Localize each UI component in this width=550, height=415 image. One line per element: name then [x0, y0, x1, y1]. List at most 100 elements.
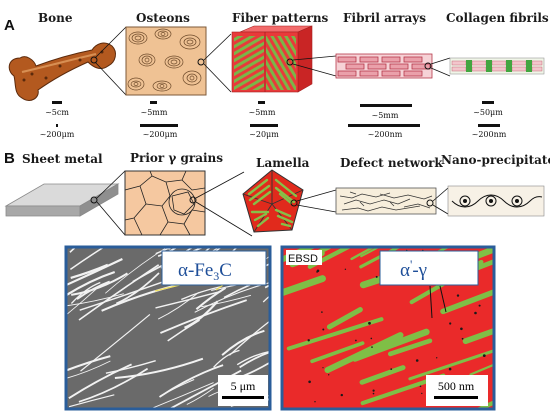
lamella-illustration: [242, 169, 304, 233]
scalebar: [482, 101, 494, 104]
scalebar: [258, 101, 265, 104]
austenite-band: [387, 338, 433, 357]
panel-b-title-nano-precipitates: Nano-precipitates: [441, 153, 550, 167]
phase-label-fe3c: α-Fe3C: [178, 260, 232, 283]
zoom-line: [203, 33, 232, 61]
panel-b-titles: Sheet metal Prior γ grains Lamella Defec…: [22, 151, 550, 170]
micrograph-ebsd: EBSD α'-γ 500 nm: [280, 226, 550, 411]
precipitate-dot: [419, 385, 422, 388]
scale-label: ~5mm: [249, 108, 276, 117]
scalebar: [360, 104, 412, 107]
lamella-stripe: [157, 247, 179, 257]
austenite-band: [505, 227, 540, 241]
zoom-line: [296, 204, 337, 213]
bone-illustration: [8, 42, 116, 101]
austenite-band: [502, 335, 550, 384]
precipitate-dot: [328, 374, 330, 376]
precipitate-dot: [355, 339, 357, 342]
austenite-band: [326, 307, 363, 330]
scalebar: [150, 101, 157, 104]
lamella-stripe: [78, 264, 160, 321]
zoom-line: [430, 57, 451, 65]
zoom-line: [296, 189, 337, 202]
lamella-stripe: [186, 387, 214, 405]
precipitate-dot: [448, 367, 452, 371]
lamella-stripe: [155, 290, 222, 309]
lamella-stripe: [221, 329, 265, 356]
scalebar-label: 500 nm: [438, 379, 475, 393]
precipitate-dot: [308, 380, 311, 384]
lamella-stripe: [213, 349, 240, 368]
scale-label: ~5mm: [372, 111, 399, 120]
austenite-band: [510, 228, 538, 243]
precipitate-dot: [482, 354, 486, 357]
austenite-band: [359, 365, 406, 385]
panel-a-title-fibril-arrays: Fibril arrays: [343, 11, 426, 25]
scale-label: ~200μm: [143, 130, 178, 139]
lamella-stripe: [129, 234, 161, 245]
panel-b-title-defect-network: Defect network: [340, 156, 443, 170]
zoom-line: [432, 204, 449, 215]
precipitate-dot: [321, 311, 323, 313]
precipitate-dot: [460, 327, 463, 331]
scalebar: [478, 124, 500, 127]
scalebar-label: 5 μm: [231, 379, 256, 393]
precipitate-dot: [368, 321, 371, 325]
lamella-stripe: [70, 281, 101, 304]
lamella-stripe: [228, 320, 270, 356]
lamella-stripe: [160, 378, 195, 397]
scalebar: [222, 396, 264, 399]
scale-label: ~5mm: [141, 108, 168, 117]
lamella-stripe: [66, 360, 111, 379]
zoom-line: [203, 63, 232, 93]
ebsd-tag: EBSD: [288, 253, 318, 265]
scalebar: [140, 124, 178, 127]
panel-a-title-collagen-fibrils: Collagen fibrils: [446, 11, 549, 25]
zoom-line: [292, 63, 337, 77]
precipitate-dot: [375, 275, 378, 278]
scalebar: [250, 124, 278, 127]
ebsd-tag-box: [286, 250, 322, 265]
panel-a-title-fiber-patterns: Fiber patterns: [232, 11, 329, 25]
precipitate-dot: [371, 346, 373, 348]
lamella-stripe: [66, 287, 98, 316]
lamella-stripe: [155, 247, 174, 255]
lamella-stripe: [68, 394, 115, 408]
micrograph-frame: [280, 245, 496, 411]
osteons-illustration: [125, 26, 207, 96]
scale-label: ~5cm: [45, 108, 69, 117]
scale-label: ~200μm: [40, 130, 75, 139]
sheet-metal-illustration: [4, 183, 120, 217]
zoom-line: [195, 171, 245, 199]
lamella-stripe: [157, 292, 200, 320]
precipitate-dot: [372, 389, 375, 392]
lamella-stripe: [66, 355, 111, 372]
lamella-stripe: [66, 293, 124, 307]
lamella-stripe: [262, 294, 270, 303]
austenite-band: [427, 226, 455, 241]
lamella-stripe: [80, 313, 151, 372]
pointer-line: [429, 285, 433, 319]
panel-a-scalebars: ~5cm ~200μm ~5mm ~200μm ~5mm ~20μm ~5mm …: [40, 101, 507, 139]
phase-label-alpha-gamma: α'-γ: [400, 257, 427, 281]
zoom-line: [195, 201, 253, 237]
austenite-band: [469, 363, 494, 376]
precipitate-dot: [340, 393, 343, 397]
panel-a-title-bone: Bone: [38, 11, 73, 25]
phase-label-box: [161, 250, 267, 286]
precipitate-dot: [314, 401, 316, 403]
lamella-stripe: [68, 363, 132, 400]
precipitate-dot: [415, 359, 419, 362]
scalebar: [434, 396, 478, 399]
lamella-stripe: [195, 287, 227, 311]
lamella-stripe: [78, 367, 149, 403]
austenite-band: [310, 341, 365, 364]
zoom-line: [292, 55, 337, 61]
precipitate-dot: [390, 368, 393, 370]
scalebar: [56, 124, 58, 127]
austenite-band: [386, 247, 392, 249]
scale-label: ~50μm: [473, 108, 503, 117]
phase-label-box: [379, 250, 479, 286]
austenite-band: [474, 400, 494, 409]
precipitate-dot: [436, 357, 438, 359]
